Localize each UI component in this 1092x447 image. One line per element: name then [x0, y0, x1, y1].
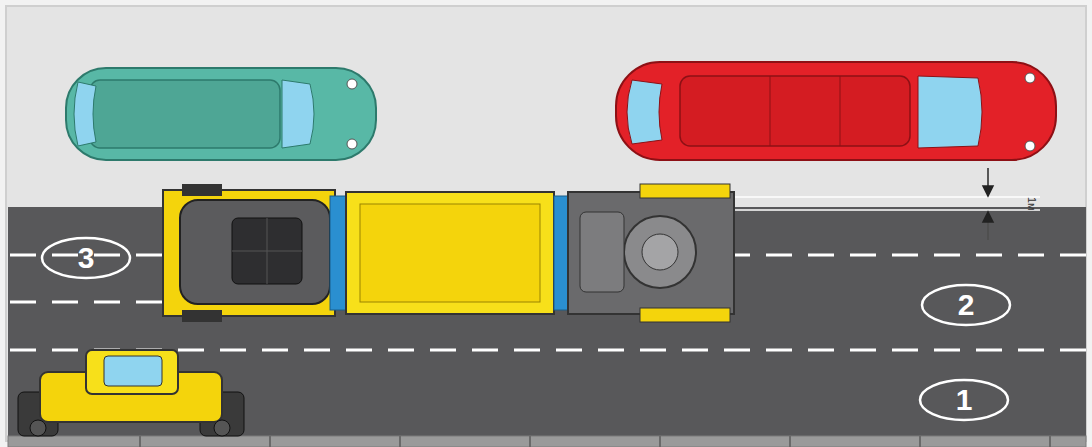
clearance-dimension	[735, 168, 1040, 240]
lane-oval-outline	[920, 380, 1008, 420]
lane-number-text: 1	[956, 385, 973, 415]
asphalt-paver	[163, 184, 734, 322]
curb-joints	[140, 436, 1050, 447]
red-limousine	[616, 62, 1056, 160]
road-roller	[18, 350, 244, 436]
dimension-label: 1м	[1026, 197, 1037, 211]
lane-number-text: 3	[78, 243, 95, 273]
sidewalk	[6, 6, 1086, 441]
lane-number: 2	[920, 283, 1012, 327]
teal-van	[66, 68, 376, 160]
lane-number: 3	[40, 236, 132, 280]
lane-oval-outline	[42, 238, 130, 278]
lane-number-text: 2	[958, 290, 975, 320]
curb	[8, 436, 1086, 447]
lane-number: 1	[918, 378, 1010, 422]
lane-oval-outline	[922, 285, 1010, 325]
